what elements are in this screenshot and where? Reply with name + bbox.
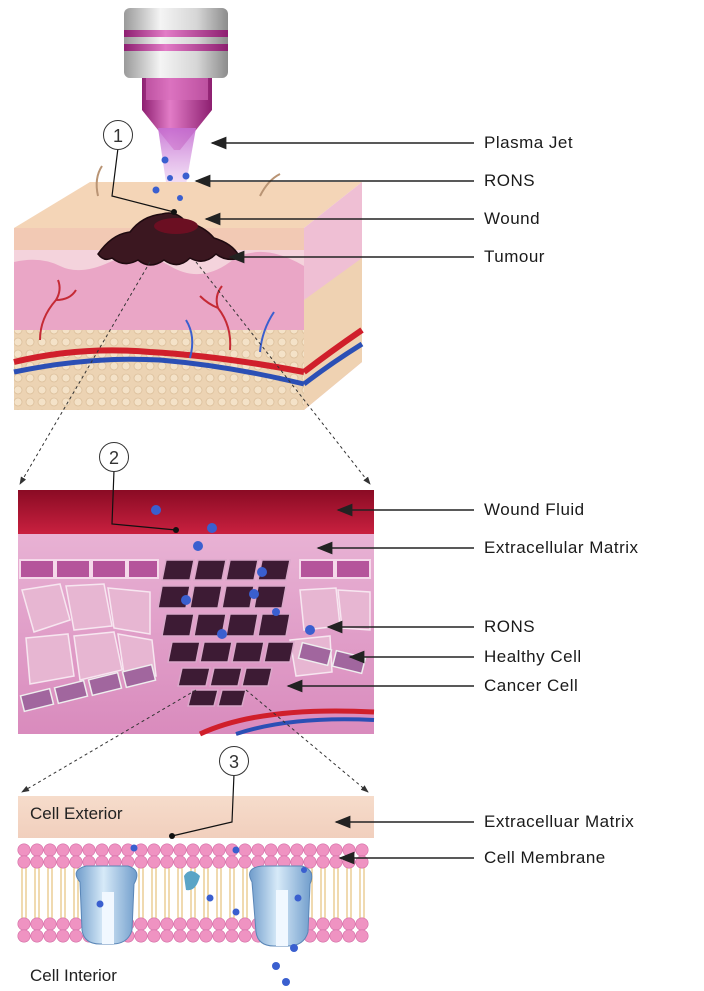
label-extracellular-matrix-bottom: Extracelluar Matrix [484,812,634,832]
label-wound-fluid: Wound Fluid [484,500,585,520]
label-rons-top: RONS [484,171,535,191]
label-wound: Wound [484,209,540,229]
marker-3: 3 [219,746,249,776]
label-plasma-jet: Plasma Jet [484,133,573,153]
label-cell-membrane: Cell Membrane [484,848,606,868]
tissue-panel [18,490,374,734]
label-cell-exterior: Cell Exterior [30,804,123,824]
label-extracellular-matrix-mid: Extracellular Matrix [484,538,639,558]
marker-2: 2 [99,442,129,472]
marker-1: 1 [103,120,133,150]
label-healthy-cell: Healthy Cell [484,647,582,667]
label-cell-interior: Cell Interior [30,966,117,986]
label-tumour: Tumour [484,247,545,267]
label-cancer-cell: Cancer Cell [484,676,578,696]
wound [154,218,198,234]
skin-block [14,166,362,410]
label-rons-mid: RONS [484,617,535,637]
